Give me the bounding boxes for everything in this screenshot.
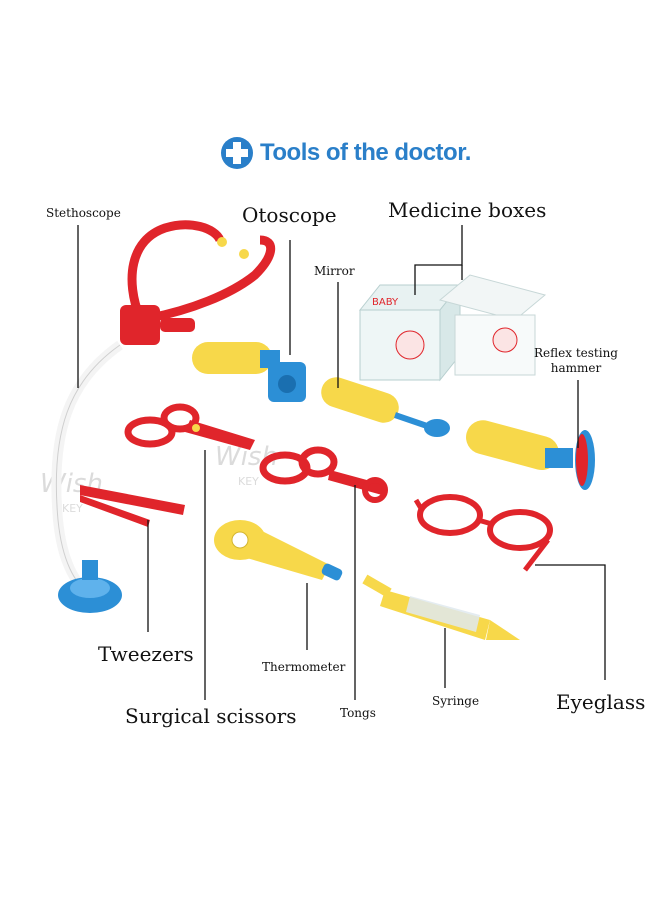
label-medicine-boxes: Medicine boxes xyxy=(388,198,547,222)
eyeglass-toy xyxy=(413,494,553,572)
label-eyeglass: Eyeglass xyxy=(556,690,646,714)
thermometer-toy xyxy=(214,520,343,581)
tongs-toy xyxy=(259,446,388,503)
svg-text:BABY: BABY xyxy=(372,297,399,308)
tweezers-toy xyxy=(80,485,185,527)
leader-lines xyxy=(77,225,606,700)
syringe-toy xyxy=(362,574,520,640)
label-stethoscope: Stethoscope xyxy=(46,206,121,220)
otoscope-toy xyxy=(192,342,306,402)
svg-text:KEY: KEY xyxy=(62,502,83,515)
label-reflex-hammer-line1: Reflex testing xyxy=(534,346,618,360)
surgical-scissors-toy xyxy=(124,403,255,450)
svg-text:KEY: KEY xyxy=(238,475,259,488)
label-syringe: Syringe xyxy=(432,694,480,708)
reflex-hammer-toy xyxy=(466,420,595,490)
medicine-boxes-toy: BABY xyxy=(358,274,547,382)
page-title: Tools of the doctor. xyxy=(220,136,471,170)
title-text: Tools of the doctor. xyxy=(260,139,471,166)
label-reflex-hammer-line2: hammer xyxy=(550,361,602,375)
label-thermometer: Thermometer xyxy=(262,660,346,674)
label-reflex-hammer: Reflex testing hammer xyxy=(534,346,618,376)
stethoscope-toy xyxy=(51,220,276,613)
medical-cross-icon xyxy=(221,137,253,169)
mirror-toy xyxy=(321,377,450,437)
label-otoscope: Otoscope xyxy=(242,203,337,227)
label-mirror: Mirror xyxy=(314,264,355,278)
label-tongs: Tongs xyxy=(340,706,376,720)
label-surgical-scissors: Surgical scissors xyxy=(125,704,297,728)
label-tweezers: Tweezers xyxy=(98,642,194,666)
